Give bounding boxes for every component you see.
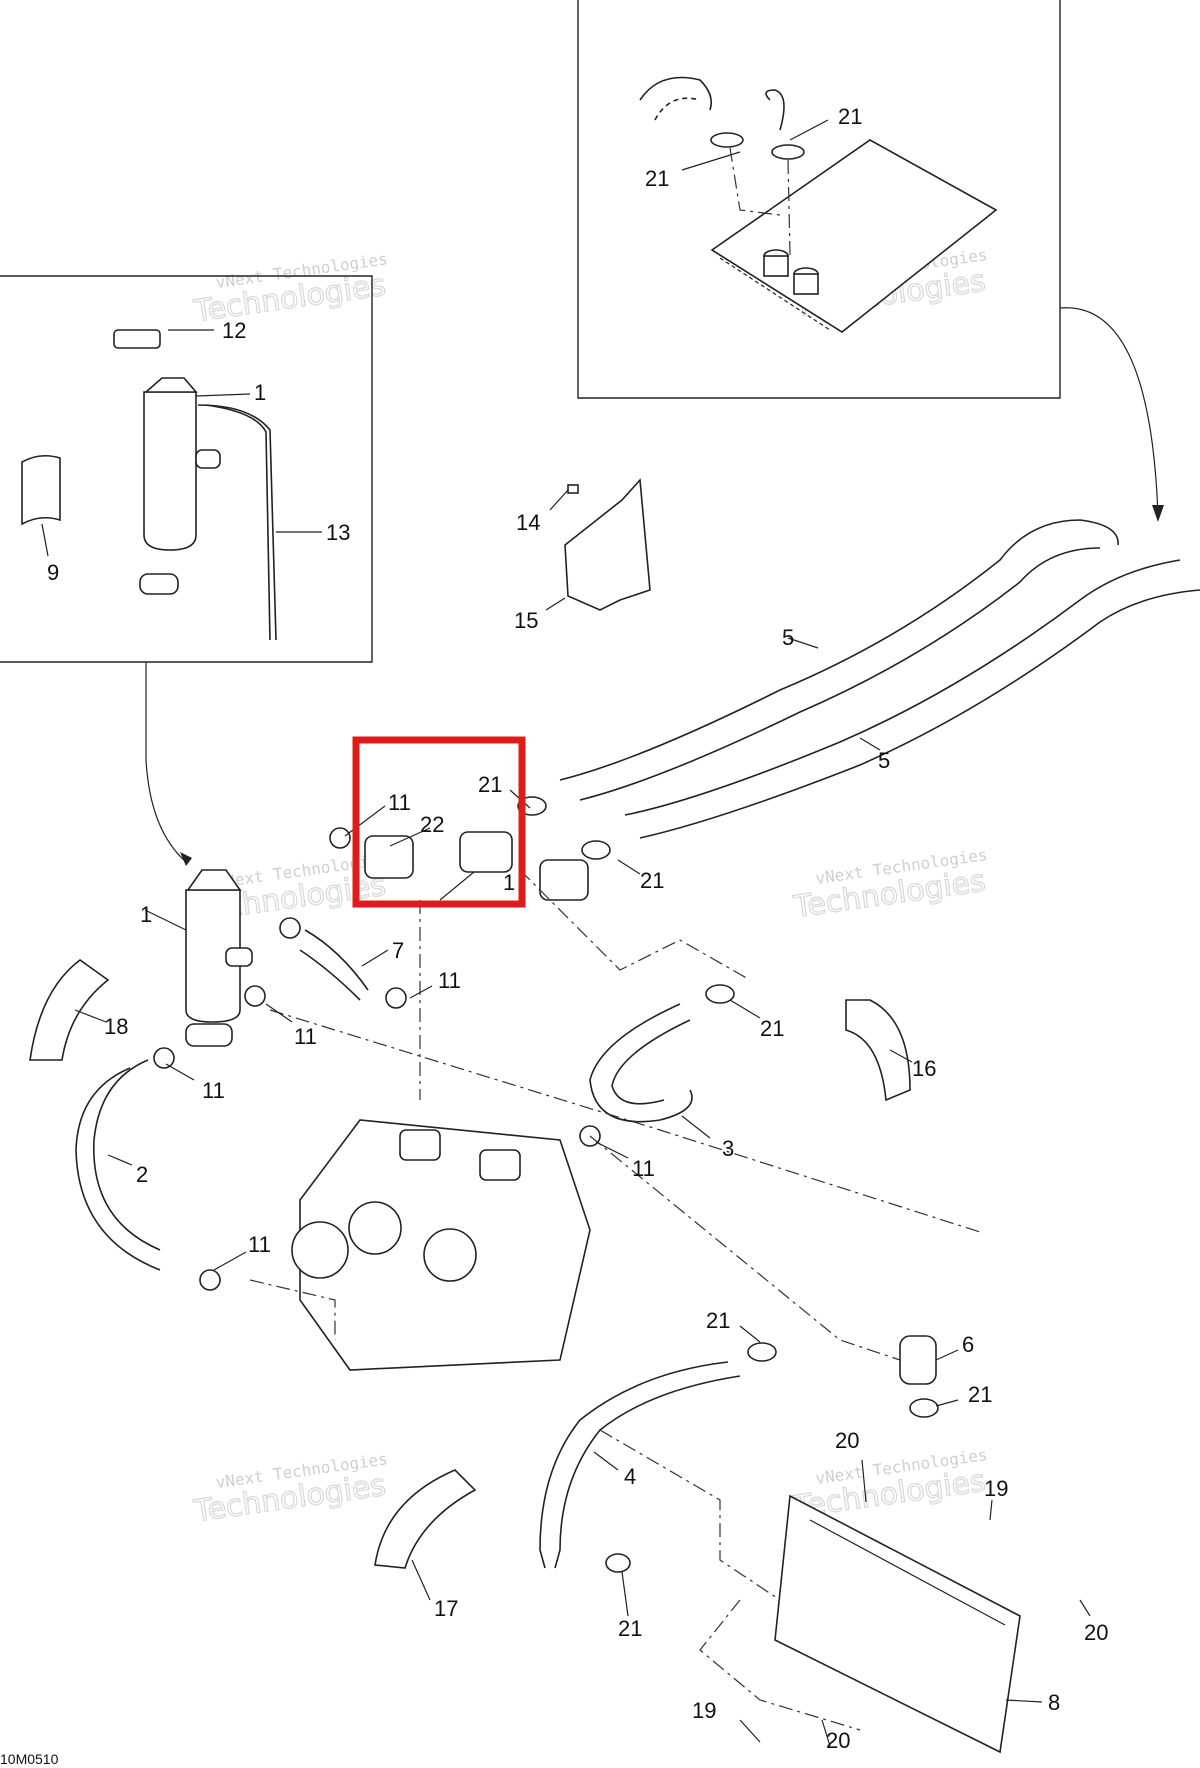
callout-11: 11 (438, 968, 461, 993)
drawing-code: 10M0510 (0, 1751, 59, 1767)
callout-3: 3 (722, 1136, 734, 1161)
callout-20: 20 (835, 1428, 859, 1453)
callout-11: 11 (632, 1156, 655, 1181)
callout-21: 21 (968, 1382, 992, 1407)
highlight-box (352, 736, 526, 908)
callout-21: 21 (478, 772, 502, 797)
callout-21: 21 (760, 1016, 784, 1041)
reservoir-detail (21, 329, 277, 641)
callout-1: 1 (503, 870, 515, 895)
callout-9: 9 (47, 560, 59, 585)
callout-6: 6 (962, 1332, 974, 1357)
callout-13: 13 (326, 520, 350, 545)
callout-20: 20 (1084, 1620, 1108, 1645)
callout-19: 19 (984, 1476, 1008, 1501)
callout-17: 17 (434, 1596, 458, 1621)
callout-19: 19 (692, 1698, 716, 1723)
callout-14: 14 (516, 510, 540, 535)
part-callouts: 12 1 13 9 21 21 14 15 5 5 21 11 22 1 21 … (47, 104, 1108, 1753)
leader-lines (41, 119, 1091, 1747)
callout-21: 21 (640, 868, 664, 893)
callout-11: 11 (294, 1024, 317, 1049)
callout-1: 1 (254, 380, 266, 405)
callout-4: 4 (624, 1464, 636, 1489)
callout-1: 1 (140, 902, 152, 927)
radiator-detail (639, 76, 998, 333)
callout-15: 15 (514, 608, 538, 633)
detail-frame-radiator (577, 0, 1164, 522)
callout-5: 5 (878, 748, 890, 773)
callout-20: 20 (826, 1728, 850, 1753)
callout-21: 21 (618, 1616, 642, 1641)
main-assembly (29, 478, 1200, 1754)
callout-18: 18 (104, 1014, 128, 1039)
callout-2: 2 (136, 1162, 148, 1187)
callout-12: 12 (222, 318, 246, 343)
callout-5: 5 (782, 625, 794, 650)
callout-21: 21 (838, 104, 862, 129)
callout-7: 7 (392, 938, 404, 963)
callout-8: 8 (1048, 1690, 1060, 1715)
callout-22: 22 (420, 812, 444, 837)
watermarks: vNext Technologies Technologies vNext Te… (191, 245, 989, 1530)
callout-11: 11 (248, 1232, 271, 1257)
detail-frame-reservoir (0, 275, 373, 866)
callout-11: 11 (202, 1078, 225, 1103)
callout-21: 21 (706, 1308, 730, 1333)
callout-16: 16 (912, 1056, 936, 1081)
callout-11: 11 (388, 790, 411, 815)
callout-21: 21 (645, 166, 669, 191)
